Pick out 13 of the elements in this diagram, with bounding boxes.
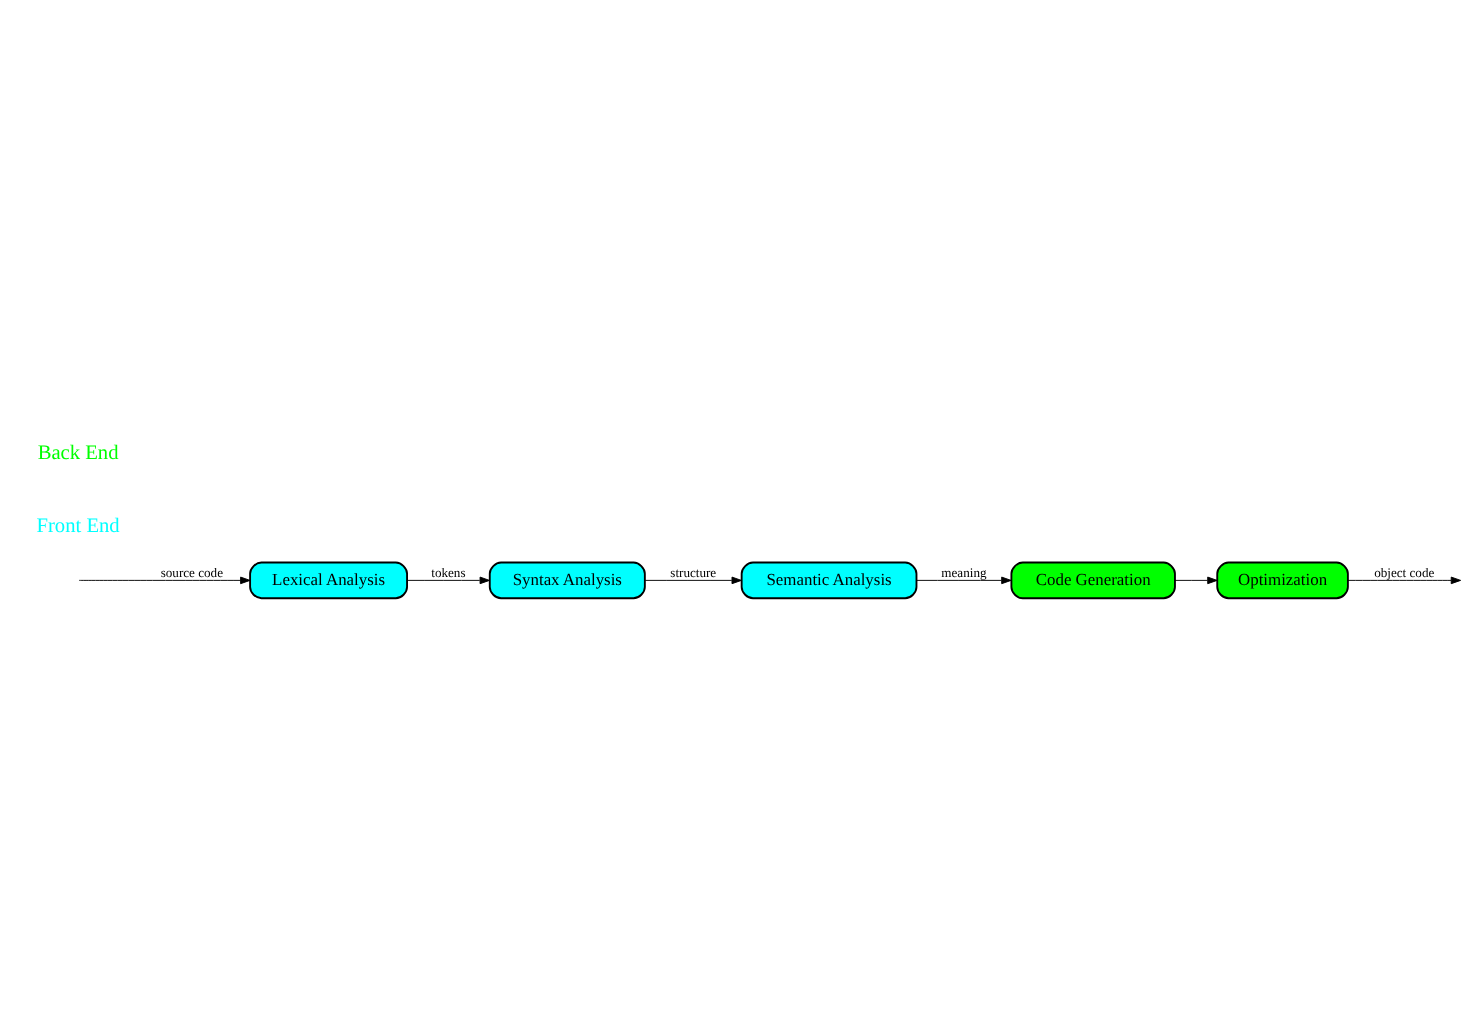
node-box: Semantic Analysis bbox=[740, 561, 918, 600]
arrow bbox=[406, 576, 490, 585]
arrow bbox=[644, 576, 742, 585]
arrow bbox=[916, 576, 1012, 585]
node-box: Syntax Analysis bbox=[488, 561, 646, 600]
arrow bbox=[1174, 576, 1218, 585]
node-box: Code Generation bbox=[1010, 561, 1176, 600]
arrow bbox=[78, 576, 251, 585]
label: Back End bbox=[37, 442, 119, 465]
arrow bbox=[1347, 576, 1462, 585]
label: Front End bbox=[36, 516, 120, 539]
node-box: Lexical Analysis bbox=[249, 561, 408, 600]
node-box: Optimization bbox=[1216, 561, 1349, 600]
